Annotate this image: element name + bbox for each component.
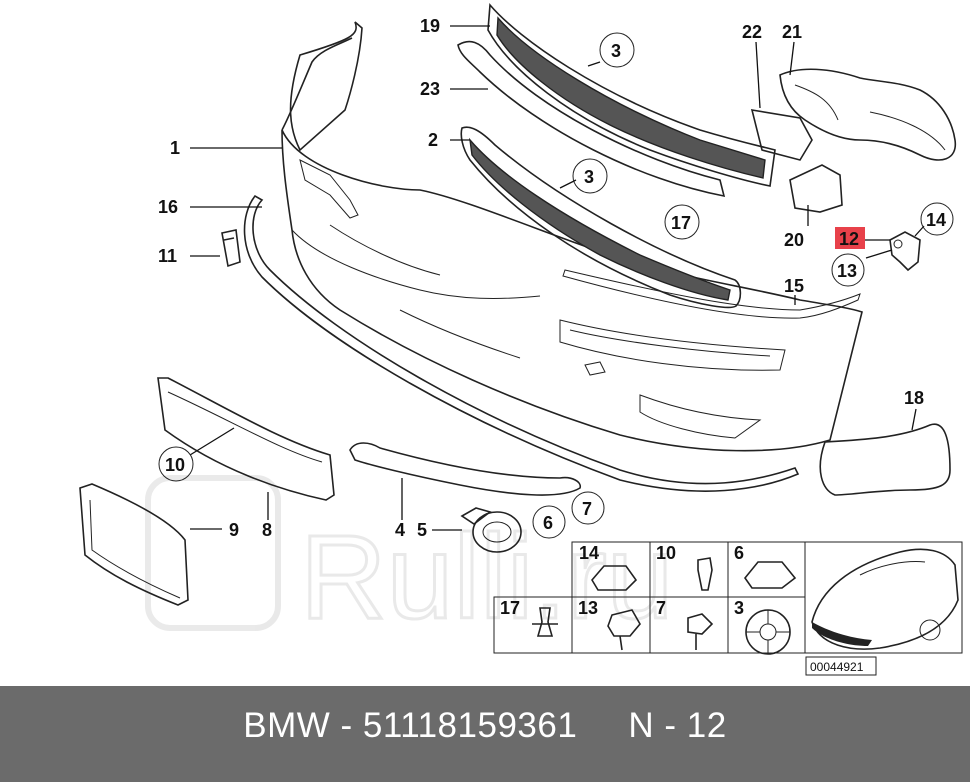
callout-21: 21 [782,22,802,42]
expansion-rivet-10 [697,557,713,591]
car-location-thumbnail [811,548,959,650]
rivet-7 [687,613,714,650]
callout-14: 14 [926,210,946,230]
callout-19: 19 [420,16,440,36]
bumper-cover [281,21,863,452]
lower-grille [460,126,742,309]
callout-1: 1 [170,138,180,158]
callout-3-upper: 3 [611,41,621,61]
callouts: 19 23 1 2 16 11 22 21 20 12 13 14 15 18 … [158,16,954,540]
callout-23: 23 [420,79,440,99]
callout-4: 4 [395,520,405,540]
clip-nut-14 [591,565,638,591]
upper-grille [487,3,776,187]
callout-13: 13 [837,261,857,281]
watermark: Rulli.ru [145,475,675,646]
diagram-number: 00044921 [810,660,864,674]
callout-15: 15 [784,276,804,296]
table-label-17: 17 [500,598,520,618]
leader-lines [189,25,925,531]
table-label-3: 3 [734,598,744,618]
callout-18: 18 [904,388,924,408]
table-label-13: 13 [578,598,598,618]
part-number-caption: BMW - 51118159361 N - 12 [243,706,727,745]
hex-screw-13 [607,609,641,651]
callout-9: 9 [229,520,239,540]
grommet-3 [745,609,791,655]
lip-strip [243,194,800,492]
fog-cover [789,164,843,213]
table-label-6: 6 [734,543,744,563]
air-duct [750,68,956,161]
callout-3-lower: 3 [584,167,594,187]
bumper-parts-diagram: Rulli.ru [79,3,963,676]
table-label-10: 10 [656,543,676,563]
table-label-14: 14 [579,543,599,563]
license-plate [79,483,189,606]
table-label-7: 7 [656,598,666,618]
grille-trim [457,40,726,198]
callout-8: 8 [262,520,272,540]
callout-12: 12 [839,229,859,249]
callout-6: 6 [543,513,553,533]
hardware-table: 14 10 6 17 13 7 3 00044921 [493,541,963,676]
screw-17 [532,607,558,637]
tow-cap [460,507,522,553]
small-clip [221,229,241,268]
callout-11: 11 [158,246,177,266]
plate-holder [157,377,335,501]
callout-2: 2 [428,130,438,150]
highlight-12-box [835,227,865,249]
callout-10: 10 [165,455,185,475]
bumper-strip [349,442,582,496]
callout-22: 22 [742,22,762,42]
bracket-12 [889,231,921,272]
callout-20: 20 [784,230,804,250]
footer-bar: BMW - 51118159361 N - 12 [0,686,970,782]
callout-5: 5 [417,520,427,540]
lower-duct [819,423,951,496]
callout-16: 16 [158,197,178,217]
svg-text:Rulli.ru: Rulli.ru [300,510,673,644]
clip-nut-6 [743,561,797,589]
callout-17: 17 [671,213,691,233]
callout-7: 7 [582,499,592,519]
side-strip [562,269,861,319]
